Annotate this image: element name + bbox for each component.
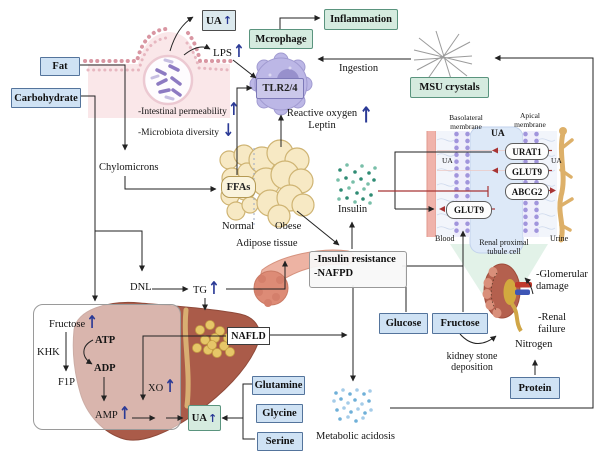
ua-cell-label: UA (491, 129, 505, 139)
dnl-label: DNL (130, 282, 152, 293)
urine-label: Urine (550, 234, 569, 243)
up-arrow-icon: ↑ (118, 403, 131, 424)
chylomicrons-label: Chylomicrons (99, 162, 159, 173)
up-arrow-icon: ↑ (164, 376, 176, 397)
up-arrow-icon: ↑ (222, 14, 233, 27)
atp-label: ATP (95, 335, 116, 346)
protein-box: Protein (510, 377, 560, 399)
glycine-box: Glycine (256, 404, 303, 423)
up-arrow-icon: ↑ (227, 99, 240, 120)
insulin-dots-icon (336, 163, 377, 205)
msu-crystals-box: MSU crystals (410, 77, 489, 98)
insulin-resistance-box: -Insulin resistance -NAFPD (309, 251, 407, 288)
tg-label: TG↑ (193, 278, 220, 299)
khk-label: KHK (37, 347, 60, 358)
metabolic-acidosis-label: Metabolic acidosis (316, 431, 396, 442)
ingestion-label: Ingestion (339, 63, 379, 74)
fructose-liver-label: Fructose↑ (49, 312, 98, 333)
normal-label: Normal (222, 221, 255, 232)
up-arrow-icon: ↑ (208, 278, 220, 299)
ua-top-label: UA (205, 14, 222, 27)
glut9-apical-pill: GLUT9 (505, 163, 549, 180)
ua-blood-label: UA (442, 156, 453, 165)
obese-label: Obese (275, 221, 302, 232)
inflammation-box: Inflammation (324, 9, 398, 30)
metabolic-acidosis-dots-icon (332, 388, 373, 423)
carbohydrate-box: Carbohydrate (11, 88, 81, 108)
macrophage-box: Mcrophage (249, 29, 313, 49)
abcg2-pill: ABCG2 (505, 183, 549, 200)
glutamine-box: Glutamine (252, 376, 305, 395)
apical-membrane-label: Apical membrane (514, 111, 546, 129)
ua-urine-label: UA (551, 156, 562, 165)
glomerular-damage-label: -Glomerular damage (536, 269, 588, 292)
glut9-basolateral-pill: GLUT9 (446, 201, 492, 219)
adipose-tissue-label: Adipose tissue (236, 238, 298, 249)
gut-microbiota-icon (142, 54, 194, 106)
adp-label: ADP (94, 363, 116, 374)
f1p-label: F1P (58, 377, 75, 388)
ua-increase-top-box: UA↑ (202, 10, 236, 31)
up-arrow-icon: ↑ (207, 411, 218, 425)
nafpd-label: -NAFPD (314, 268, 354, 280)
down-arrow-icon: ↓ (222, 120, 235, 141)
fructose-kidney-box: Fructose (432, 313, 488, 334)
urat1-pill: URAT1 (505, 143, 549, 160)
microbiota-diversity-label: -Microbiota diversity ↓ (138, 120, 235, 141)
reactive-oxygen-leptin-label: Reactive oxygen Leptin (286, 108, 358, 131)
nafld-box: NAFLD (227, 327, 270, 345)
renal-cell-label: Renal proximal tubule cell (479, 238, 529, 256)
insulin-resistance-label: -Insulin resistance (314, 254, 396, 265)
intestinal-permeability-label: -Intestinal permeability↑ (138, 99, 240, 120)
ua-increase-bottom-box: UA↑ (188, 405, 221, 431)
leptin-label: Leptin (308, 119, 336, 131)
fat-box: Fat (40, 57, 80, 76)
lps-label: LPS↑ (213, 41, 245, 62)
xo-label: XO↑ (148, 376, 176, 397)
insulin-label: Insulin (338, 204, 368, 215)
renal-failure-label: -Renal failure (538, 312, 566, 335)
amp-label: AMP↑ (95, 403, 131, 424)
ffas-pill: FFAs (221, 176, 256, 198)
nitrogen-label: Nitrogen (515, 339, 553, 350)
up-arrow-icon: ↑ (232, 41, 245, 62)
glucose-box: Glucose (379, 313, 428, 334)
blood-label: Blood (435, 234, 455, 243)
kidney-stone-label: kidney stone deposition (446, 351, 498, 373)
tlr2-4-box: TLR2/4 (256, 78, 304, 99)
serine-box: Serine (257, 432, 303, 451)
up-arrow-icon: ↑ (86, 312, 98, 333)
basolateral-membrane-label: Basolateral membrane (449, 113, 483, 131)
up-arrow-icon: ↑ (359, 102, 374, 129)
